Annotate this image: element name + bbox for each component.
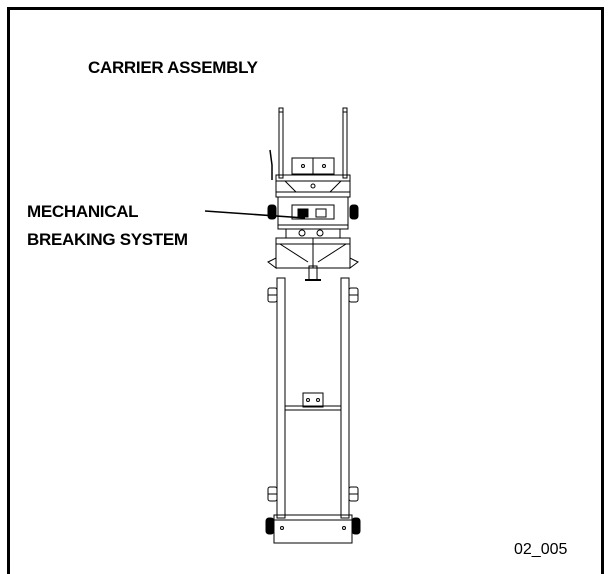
callout-label-line2: BREAKING SYSTEM: [27, 230, 188, 249]
lower-side-rollers: [267, 486, 359, 502]
upper-carrier-plate: [275, 174, 351, 198]
diagram-frame: [7, 7, 604, 574]
top-bracket: [291, 157, 335, 175]
upper-side-rollers: [267, 204, 359, 220]
braking-system-block: [277, 196, 349, 238]
main-frame-rails: [267, 277, 359, 519]
middle-cross-bar: [284, 392, 342, 411]
diagram-title: CARRIER ASSEMBLY: [88, 58, 258, 77]
lower-carrier-plate: [267, 237, 359, 281]
bottom-base: [265, 514, 361, 544]
callout-label-line1: MECHANICAL: [27, 202, 139, 221]
figure-id: 02_005: [514, 541, 568, 558]
top-guide-rods: [269, 107, 348, 180]
callout-leader-line: [204, 210, 306, 219]
